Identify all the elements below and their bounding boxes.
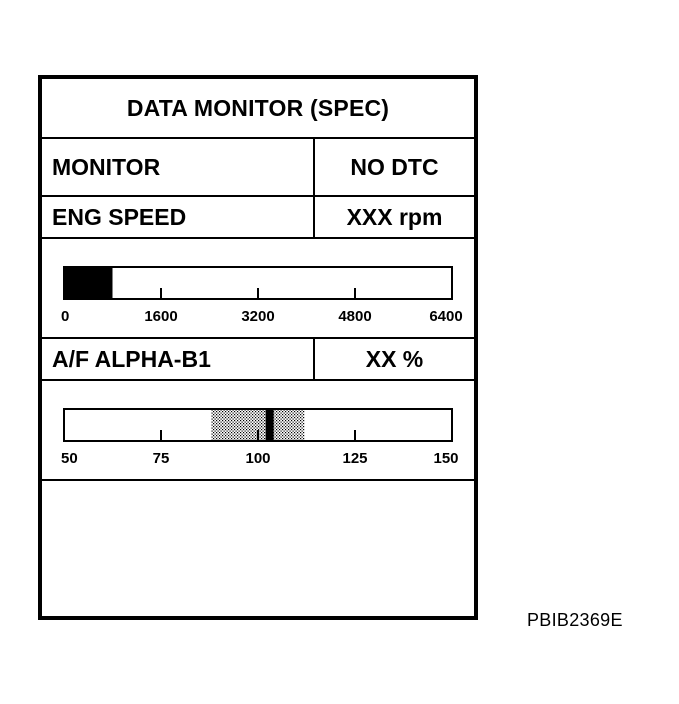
panel-title-row: DATA MONITOR (SPEC) xyxy=(42,79,474,139)
monitor-label: MONITOR xyxy=(52,153,161,180)
eng-speed-tick-label: 4800 xyxy=(338,308,371,325)
eng-speed-tick-label: 3200 xyxy=(241,308,274,325)
eng-speed-label-cell: ENG SPEED xyxy=(42,197,315,237)
eng-speed-label: ENG SPEED xyxy=(52,203,187,230)
panel-title: DATA MONITOR (SPEC) xyxy=(126,94,390,121)
af-alpha-gauge: 50 75 100 125 150 xyxy=(61,408,459,467)
af-alpha-row: A/F ALPHA-B1 XX % xyxy=(42,339,474,381)
eng-speed-row: ENG SPEED XXX rpm xyxy=(42,197,474,239)
eng-speed-value-cell: XXX rpm xyxy=(315,197,474,237)
eng-speed-gauge: 0 1600 3200 4800 6400 xyxy=(61,266,463,325)
eng-speed-tick-label: 1600 xyxy=(144,308,177,325)
af-alpha-tick-label: 50 xyxy=(61,450,78,467)
monitor-row: MONITOR NO DTC xyxy=(42,139,474,197)
data-monitor-panel: DATA MONITOR (SPEC) MONITOR NO DTC ENG S… xyxy=(38,75,478,620)
eng-speed-tick-label: 0 xyxy=(61,308,69,325)
af-alpha-tick-label: 100 xyxy=(245,450,270,467)
af-alpha-tick-label: 75 xyxy=(153,450,170,467)
empty-monitor-area xyxy=(42,481,474,616)
af-alpha-tick-label: 125 xyxy=(342,450,367,467)
dtc-status-cell: NO DTC xyxy=(315,139,474,195)
monitor-label-cell: MONITOR xyxy=(42,139,315,195)
af-alpha-value: XX % xyxy=(365,345,424,372)
af-alpha-tick-label: 150 xyxy=(433,450,458,467)
figure-code: PBIB2369E xyxy=(527,610,623,630)
af-alpha-current-marker xyxy=(265,409,274,441)
eng-speed-gauge-row: 0 1600 3200 4800 6400 xyxy=(42,239,474,339)
dtc-status: NO DTC xyxy=(350,153,439,180)
af-alpha-label: A/F ALPHA-B1 xyxy=(52,345,211,372)
af-alpha-label-cell: A/F ALPHA-B1 xyxy=(42,339,315,379)
eng-speed-value: XXX rpm xyxy=(346,203,443,230)
af-alpha-value-cell: XX % xyxy=(315,339,474,379)
eng-speed-tick-label: 6400 xyxy=(429,308,462,325)
eng-speed-fill-bar xyxy=(64,267,113,299)
af-alpha-gauge-row: 50 75 100 125 150 xyxy=(42,381,474,481)
